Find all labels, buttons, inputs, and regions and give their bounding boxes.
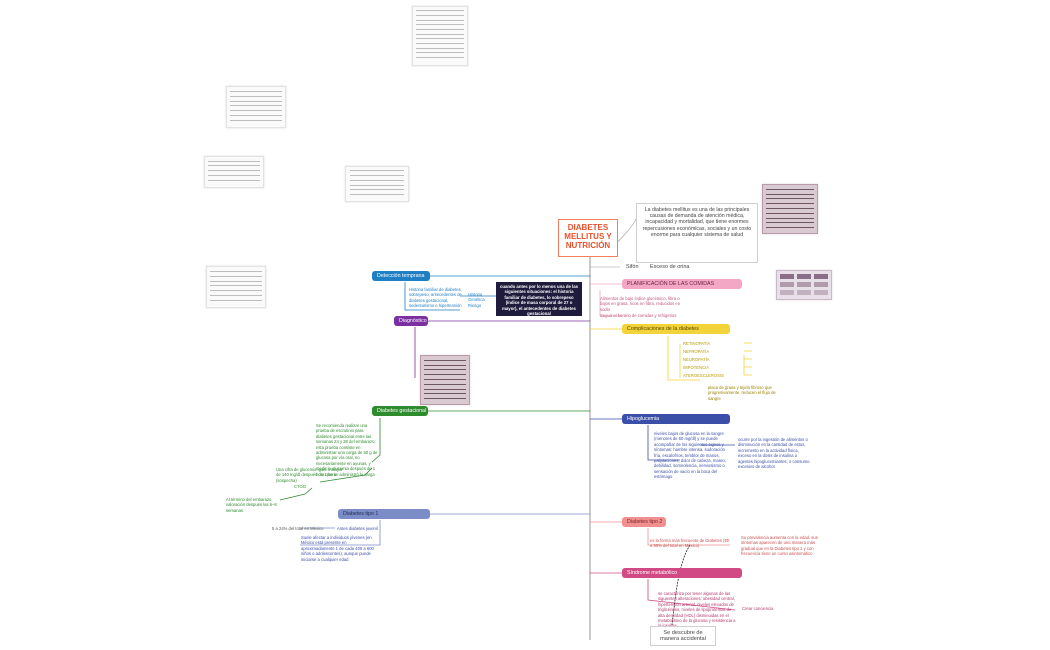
document-thumbnail[interactable] (762, 184, 818, 234)
document-thumbnail[interactable] (226, 86, 286, 128)
topic-diagnostico[interactable]: Diagnóstico (394, 316, 428, 326)
document-thumbnail[interactable] (345, 166, 409, 202)
central-topic[interactable]: DIABETES MELLITUS Y NUTRICIÓN (558, 219, 618, 257)
deteccion-notes: Historia familiar de diabetes, sobrepeso… (409, 287, 462, 309)
intro-note[interactable]: La diabetes mellitus es una de las princ… (636, 203, 758, 263)
complicaciones-footer: placa de grasa y tejido fibroso que prog… (708, 385, 776, 401)
gestacional-note-3: CTOG (294, 484, 307, 489)
tipo2-side: Su prevalencia aumenta con la edad, sus … (741, 535, 818, 557)
tipo1-detail: Suele afectar a individuos jóvenes (en M… (301, 535, 374, 562)
topic-diabetes-tipo-1[interactable]: Diabetes tipo 1 (338, 509, 430, 519)
deteccion-highlight[interactable]: cuando antes por lo menos una de las sig… (496, 282, 582, 316)
gestacional-note-1: Se recomienda realizar una prueba de esc… (316, 423, 378, 477)
topic-complicaciones[interactable]: Complicaciones de la diabetes (622, 324, 730, 334)
sidebar-word: Exceso de orina (650, 264, 690, 270)
complicacion-item: NEFROPATÍA (683, 349, 710, 354)
metabolico-note: se caracteriza por tener algunas de las … (658, 591, 736, 628)
planificacion-note-1: Alimentos de bajo índice glucémico, fibr… (600, 296, 681, 312)
tipo1-small-note: Antes diabetes juvenil (337, 526, 378, 531)
metabolico-side: Crear conciencia (742, 606, 774, 611)
topic-deteccion-temprana[interactable]: Detección temprana (372, 271, 430, 281)
complicacion-item: NEUROPATÍA (683, 357, 710, 362)
complicacion-item: ATEROESCLEROSIS (683, 373, 724, 378)
document-thumbnail[interactable] (420, 355, 470, 405)
topic-diabetes-tipo-2[interactable]: Diabetes tipo 2 (622, 517, 666, 527)
document-thumbnail[interactable] (206, 266, 266, 308)
topic-hipoglucemia[interactable]: Hipoglucemia (622, 414, 730, 424)
topic-diabetes-gestacional[interactable]: Diabetes gestacional (372, 406, 428, 416)
planificacion-note-2: Seguir el horario de comidas y refrigeri… (600, 313, 677, 318)
document-thumbnail[interactable] (412, 6, 468, 66)
deteccion-side-note: Historia Genética Riesgo (468, 292, 485, 308)
sidebar-word: Sifón (626, 264, 639, 270)
complicacion-item: RETINOPATÍA (683, 341, 711, 346)
topic-planificacion-comidas[interactable]: PLANIFICACIÓN DE LAS COMIDAS (622, 279, 742, 289)
tipo1-left-note: 5 a 24% del total en México (272, 526, 324, 531)
tipo2-note: es la forma más frecuente de Diabetes (8… (650, 538, 730, 549)
gestacional-note-4: Al término del embarazo, valoración desp… (226, 497, 277, 513)
hipoglucemia-side: ocurre por la ingestión de alimentos o d… (738, 437, 810, 470)
metabolico-accident-box[interactable]: Se descubre de manera accidental (650, 626, 716, 646)
topic-sindrome-metabolico[interactable]: Síndrome metabólico (622, 568, 742, 578)
document-thumbnail[interactable] (204, 156, 264, 188)
gestacional-note-2: Una cifra de glucemia igual o mayor de 1… (276, 467, 343, 483)
complicacion-item: IMPOTENCIA (683, 365, 710, 370)
hipoglucemia-note: niveles bajos de glucosa en la sangre (m… (654, 431, 726, 480)
table-thumbnail[interactable] (776, 270, 832, 300)
